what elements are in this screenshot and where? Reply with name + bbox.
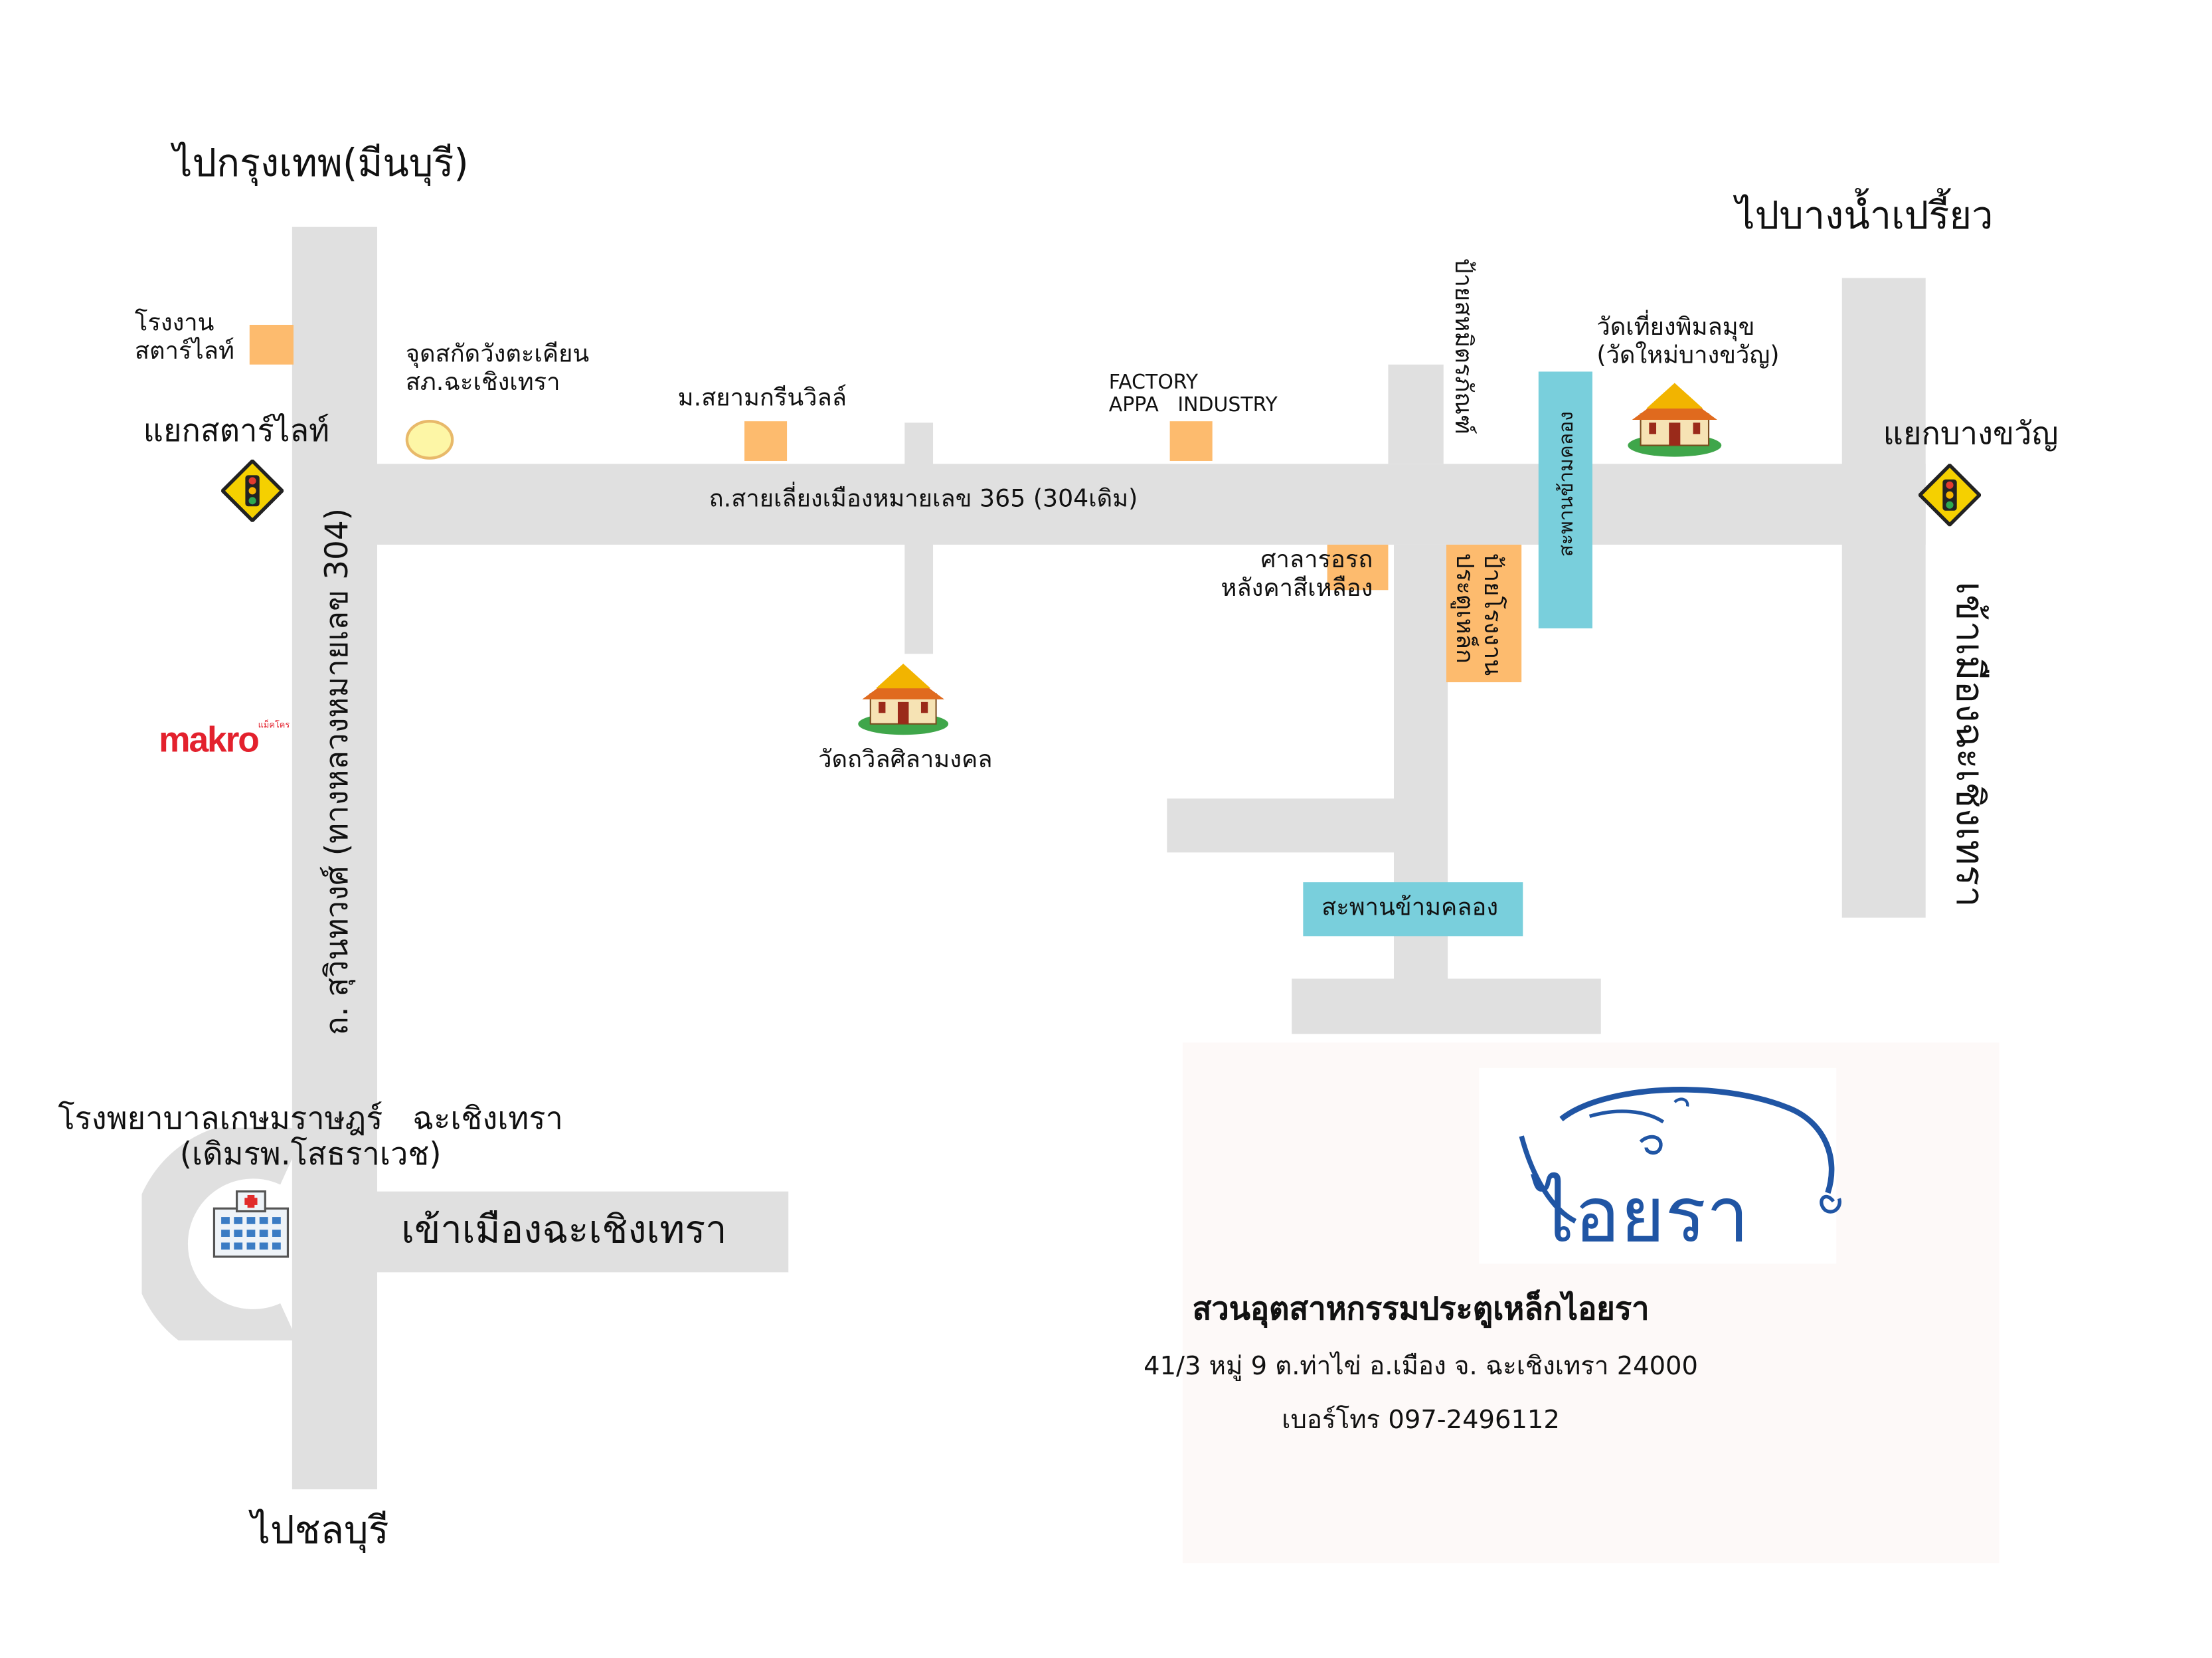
- road-into-city: [377, 1191, 789, 1273]
- soi-wat-thawin: [904, 422, 934, 654]
- elephant-logo-icon: [1519, 1087, 1841, 1224]
- temple-icon: [1628, 383, 1722, 457]
- traffic-light-sign-icon: [1918, 464, 1982, 527]
- label-into-chachoengsao-right: เข้าเมืองฉะเชิงเทรา: [1946, 581, 1992, 907]
- factory-appa-marker: [1169, 421, 1213, 461]
- road-sahamit-north: [1388, 364, 1444, 464]
- label-suwinthawong-road: ถ. สุวินทวงศ์ (ทางหลวงหมายเลข 304): [320, 507, 356, 1036]
- road-branch-bottom: [1292, 978, 1601, 1034]
- siam-green-ville-marker: [744, 421, 788, 461]
- label-to-bangkok: ไปกรุงเทพ(มีนบุรี): [173, 141, 469, 186]
- logo-box: ไอยรา: [1479, 1067, 1841, 1264]
- company-address: 41/3 หมู่ 9 ต.ท่าไข่ อ.เมือง จ. ฉะเชิงเท…: [1144, 1351, 1698, 1382]
- suwinthawong-road: [292, 227, 377, 1490]
- bypass-road-365: [377, 464, 1926, 545]
- label-to-bang-nam-priao: ไปบางน้ำเปรี้ยว: [1735, 194, 1994, 238]
- label-wat-thawin: วัดถวิลศิลามงคล: [818, 746, 993, 775]
- hospital-icon: [213, 1190, 290, 1258]
- label-police-checkpoint: จุดสกัดวังตะเคียน สภ.ฉะเชิงเทรา: [405, 340, 590, 397]
- label-into-chachoengsao-left: เข้าเมืองฉะเชิงเทรา: [401, 1208, 727, 1253]
- label-canal-bridge-horizontal: สะพานข้ามคลอง: [1321, 893, 1499, 922]
- label-sign-sahamit: ป้ายสหมิตรภัณฑ์: [1448, 258, 1478, 435]
- company-name: สวนอุตสาหกรรมประตูเหล็กไอยรา: [1192, 1292, 1650, 1328]
- label-to-chonburi: ไปชลบุรี: [250, 1509, 389, 1554]
- makro-small-text: แม็คโคร: [258, 720, 290, 731]
- label-wat-thiang: วัดเที่ยงพิมลมุข (วัดใหม่บางขวัญ): [1596, 313, 1780, 370]
- police-checkpoint-icon: [405, 420, 454, 460]
- traffic-light-sign-icon: [221, 459, 284, 522]
- label-bang-khwan-junction: แยกบางขวัญ: [1883, 416, 2059, 453]
- bus-shelter-marker: [1327, 544, 1389, 591]
- canal-bridge-vertical: [1538, 371, 1592, 628]
- canal-bridge-horizontal: [1303, 882, 1523, 937]
- right-road: [1841, 278, 1926, 918]
- label-bypass-road: ถ.สายเลี่ยงเมืองหมายเลข 365 (304เดิม): [709, 485, 1138, 513]
- makro-wordmark: makro: [159, 720, 260, 761]
- label-sign-steel-gate: ป้ายโรงงาน ประตูเหล็ก: [1450, 553, 1506, 676]
- makro-logo: แม็คโคร makro: [159, 720, 290, 762]
- label-factory-appa: FACTORY APPA INDUSTRY: [1108, 371, 1278, 417]
- label-siam-green-ville: ม.สยามกรีนวิลล์: [677, 384, 847, 413]
- steel-gate-sign-marker: [1446, 544, 1522, 683]
- company-phone: เบอร์โทร 097-2496112: [1282, 1406, 1560, 1435]
- starlight-factory-marker: [249, 324, 294, 365]
- roundabout: [141, 1127, 304, 1340]
- info-panel: ไอยรา สวนอุตสาหกรรมประตูเหล็กไอยรา 41/3 …: [1144, 1042, 1999, 1564]
- label-starlight-factory: โรงงาน สตาร์ไลท์: [134, 309, 234, 365]
- label-canal-bridge-vertical: สะพานข้ามคลอง: [1555, 411, 1578, 557]
- label-bus-shelter: ศาลารอรถ หลังคาสีเหลือง: [1221, 546, 1373, 602]
- road-branch-west: [1167, 798, 1394, 853]
- label-starlight-junction: แยกสตาร์ไลท์: [143, 414, 330, 450]
- label-hospital: โรงพยาบาลเกษมราษฎร์ ฉะเชิงเทรา (เดิมรพ.โ…: [58, 1102, 563, 1174]
- temple-icon: [858, 664, 949, 735]
- logo-text: ไอยรา: [1535, 1170, 1750, 1260]
